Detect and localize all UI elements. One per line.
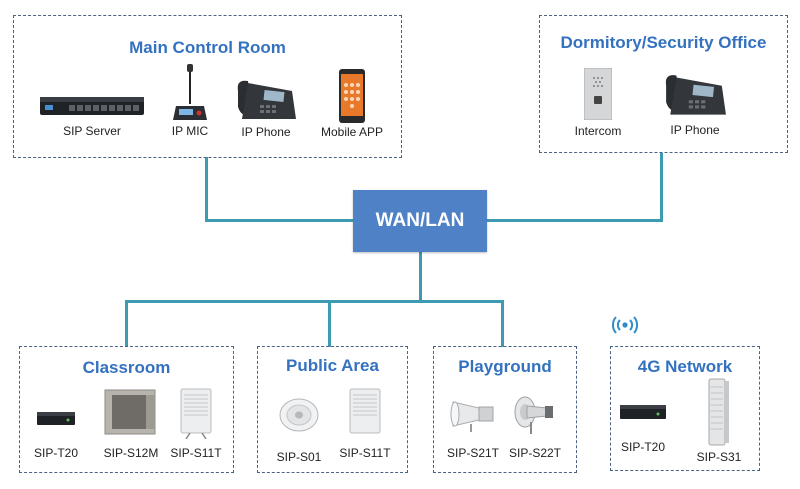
device-label: SIP-T20 [33, 446, 78, 460]
ip-phone-icon [665, 75, 726, 115]
device-label: SIP-S31 [696, 450, 742, 464]
device-label: SIP-S01 [276, 450, 322, 464]
group-dormitory-security-office: Dormitory/Security Office Intercom IP Ph… [539, 15, 788, 153]
device-label: IP MIC [171, 124, 209, 138]
connector-trunk [419, 252, 422, 303]
horn-speaker-icon [514, 396, 553, 434]
group-title: Playground [458, 357, 552, 376]
connector-classroom [125, 300, 128, 347]
device-label: IP Phone [241, 125, 291, 139]
device-sip-s01: SIP-S01 [277, 391, 321, 464]
group-playground: Playground SIP-S21T SIP-S22T [433, 346, 577, 473]
connector-main-h [205, 219, 355, 222]
device-label: SIP Server [63, 124, 121, 138]
wall-speaker-icon [104, 389, 156, 435]
ip-phone-icon [237, 80, 296, 119]
device-sip-s11t: SIP-S11T [170, 387, 222, 460]
microphone-icon [173, 64, 207, 120]
column-speaker-icon [708, 378, 729, 446]
device-label: SIP-S12M [103, 446, 159, 460]
sip-server-icon [40, 97, 144, 115]
device-ip-phone: IP Phone [234, 73, 298, 139]
speaker-icon [180, 388, 212, 439]
device-sip-s21t: SIP-S21T [447, 394, 499, 460]
device-label: SIP-T20 [620, 440, 665, 454]
connector-public [328, 300, 331, 347]
connector-playground [501, 300, 504, 347]
device-sip-t20: SIP-T20 [619, 395, 667, 454]
group-title: Main Control Room [129, 38, 286, 57]
device-sip-s22t: SIP-S22T [509, 394, 561, 460]
mobile-phone-icon [339, 69, 365, 123]
device-sip-s11t: SIP-S11T [339, 387, 391, 460]
device-label: SIP-S11T [339, 446, 391, 460]
wifi-signal-icon [610, 315, 640, 335]
connector-main [205, 157, 208, 222]
device-label: IP Phone [670, 123, 720, 137]
group-classroom: Classroom SIP-T20 SIP-S12M SIP-S11T [19, 346, 234, 473]
wan-lan-hub: WAN/LAN [353, 190, 487, 252]
group-title: 4G Network [637, 357, 733, 376]
group-title: Dormitory/Security Office [560, 33, 767, 52]
horn-speaker-icon [450, 401, 494, 432]
device-intercom: Intercom [575, 68, 621, 138]
device-label: Intercom [574, 124, 622, 138]
device-label: SIP-S21T [446, 446, 500, 460]
connector-bus [125, 300, 504, 303]
device-ip-phone: IP Phone [662, 67, 728, 137]
device-label: SIP-S22T [508, 446, 562, 460]
device-label: SIP-S11T [170, 446, 222, 460]
device-sip-s31: SIP-S31 [697, 377, 741, 464]
device-label: Mobile APP [320, 125, 384, 139]
group-public-area: Public Area SIP-S01 SIP-S11T [257, 346, 408, 473]
group-4g-network: 4G Network SIP-T20 SIP-S31 [610, 346, 760, 471]
device-sip-server: SIP Server [39, 94, 145, 138]
connector-dorm-h [486, 219, 663, 222]
connector-dorm [660, 153, 663, 222]
group-main-control-room: Main Control Room SIP Server IP MIC [13, 15, 402, 158]
wan-lan-label: WAN/LAN [375, 210, 465, 231]
ceiling-speaker-icon [279, 398, 319, 432]
intercom-icon [584, 68, 612, 120]
amplifier-icon [620, 405, 666, 419]
amplifier-icon [37, 412, 75, 425]
group-title: Public Area [286, 356, 379, 375]
group-title: Classroom [82, 358, 171, 377]
speaker-icon [349, 388, 381, 434]
device-mobile-app: Mobile APP [321, 69, 383, 139]
device-sip-s12m: SIP-S12M [104, 389, 158, 460]
device-sip-t20: SIP-T20 [34, 400, 78, 460]
device-ip-mic: IP MIC [170, 64, 210, 138]
